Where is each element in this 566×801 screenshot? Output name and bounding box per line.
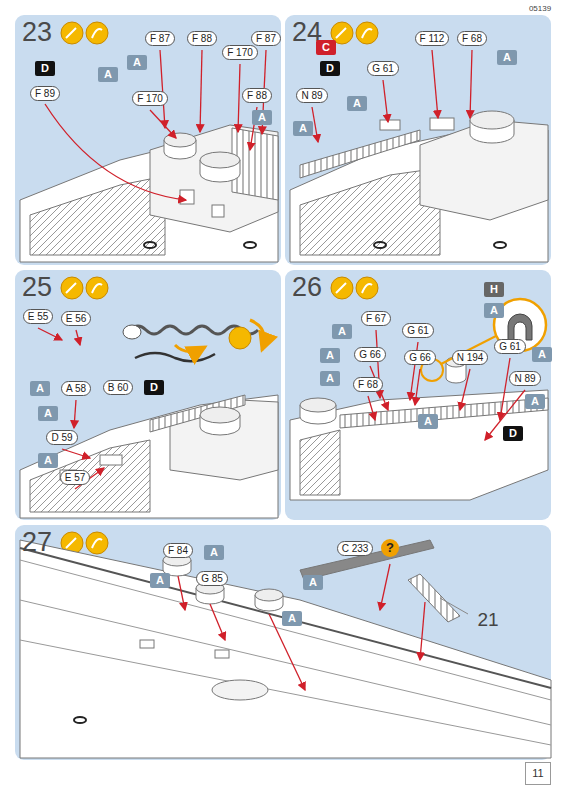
color-tag: D bbox=[320, 61, 340, 76]
part-callout: C 233 bbox=[337, 541, 374, 556]
part-callout: E 57 bbox=[60, 470, 91, 485]
part-callout: F 170 bbox=[222, 45, 258, 60]
step-number: 27 bbox=[22, 529, 52, 556]
assembly-arrow bbox=[470, 50, 472, 118]
color-tag: A bbox=[332, 324, 352, 339]
callout-number: 21 bbox=[477, 610, 498, 630]
color-tag: A bbox=[98, 67, 118, 82]
assembly-arrow bbox=[76, 330, 80, 345]
step-number: 23 bbox=[22, 19, 52, 46]
color-tag: A bbox=[497, 50, 517, 65]
part-callout: G 61 bbox=[402, 323, 434, 338]
color-tag: A bbox=[347, 96, 367, 111]
color-tag: A bbox=[38, 406, 58, 421]
part-callout: F 68 bbox=[457, 31, 487, 46]
color-tag: A bbox=[38, 453, 58, 468]
part-callout: F 67 bbox=[361, 311, 391, 326]
part-callout: E 56 bbox=[61, 311, 92, 326]
assembly-arrow bbox=[485, 390, 525, 440]
color-tag: A bbox=[150, 573, 170, 588]
assembly-arrow bbox=[238, 64, 240, 132]
assembly-arrow bbox=[200, 50, 202, 132]
part-callout: F 88 bbox=[187, 31, 217, 46]
part-callout: N 89 bbox=[296, 88, 327, 103]
part-callout: F 87 bbox=[251, 31, 281, 46]
color-tag: C bbox=[316, 40, 336, 55]
color-tag: D bbox=[503, 426, 523, 441]
color-tag: A bbox=[320, 348, 340, 363]
part-callout: F 170 bbox=[132, 91, 168, 106]
color-tag: A bbox=[532, 347, 552, 362]
color-tag: D bbox=[35, 61, 55, 76]
assembly-arrow bbox=[45, 104, 186, 200]
color-tag: A bbox=[525, 394, 545, 409]
part-callout: B 60 bbox=[103, 380, 134, 395]
assembly-arrow bbox=[460, 369, 470, 410]
assembly-arrow bbox=[178, 576, 185, 610]
part-callout: G 61 bbox=[494, 339, 526, 354]
step-number: 25 bbox=[22, 274, 52, 301]
part-callout: N 194 bbox=[452, 350, 489, 365]
part-callout: D 59 bbox=[46, 430, 77, 445]
color-tag: A bbox=[30, 381, 50, 396]
step-number: 26 bbox=[292, 274, 322, 301]
color-tag: A bbox=[204, 545, 224, 560]
color-tag: A bbox=[282, 611, 302, 626]
code-number: 05139 bbox=[529, 2, 551, 15]
color-tag: A bbox=[484, 303, 504, 318]
color-tag: A bbox=[320, 371, 340, 386]
assembly-arrow bbox=[210, 604, 225, 640]
part-callout: F 88 bbox=[242, 88, 272, 103]
color-tag: D bbox=[144, 380, 164, 395]
assembly-arrow bbox=[38, 328, 62, 340]
part-callout: N 89 bbox=[509, 371, 540, 386]
part-callout: F 68 bbox=[353, 377, 383, 392]
part-callout: A 58 bbox=[61, 381, 91, 396]
assembly-arrow bbox=[160, 50, 165, 128]
part-callout: F 112 bbox=[415, 31, 450, 46]
hint-symbol: ? bbox=[381, 539, 399, 557]
assembly-arrow bbox=[415, 369, 420, 405]
color-tag: A bbox=[127, 55, 147, 70]
assembly-arrow bbox=[383, 80, 388, 122]
assembly-arrow bbox=[74, 400, 76, 428]
color-tag: H bbox=[484, 282, 504, 297]
part-callout: F 84 bbox=[163, 543, 193, 558]
part-callout: G 66 bbox=[354, 347, 386, 362]
part-callout: F 89 bbox=[30, 86, 60, 101]
color-tag: A bbox=[303, 575, 323, 590]
part-callout: G 61 bbox=[367, 61, 399, 76]
assembly-arrow bbox=[62, 449, 90, 458]
assembly-arrow bbox=[150, 110, 176, 138]
assembly-arrow bbox=[368, 396, 375, 420]
page-number: 11 bbox=[525, 762, 550, 785]
assembly-arrow bbox=[380, 564, 390, 610]
assembly-arrow bbox=[420, 602, 425, 660]
assembly-arrow bbox=[432, 50, 438, 118]
part-callout: G 66 bbox=[404, 350, 436, 365]
part-callout: F 87 bbox=[145, 31, 175, 46]
color-tag: A bbox=[252, 110, 272, 125]
color-tag: A bbox=[293, 121, 313, 136]
part-callout: G 85 bbox=[196, 571, 228, 586]
part-callout: E 55 bbox=[23, 309, 54, 324]
color-tag: A bbox=[418, 414, 438, 429]
